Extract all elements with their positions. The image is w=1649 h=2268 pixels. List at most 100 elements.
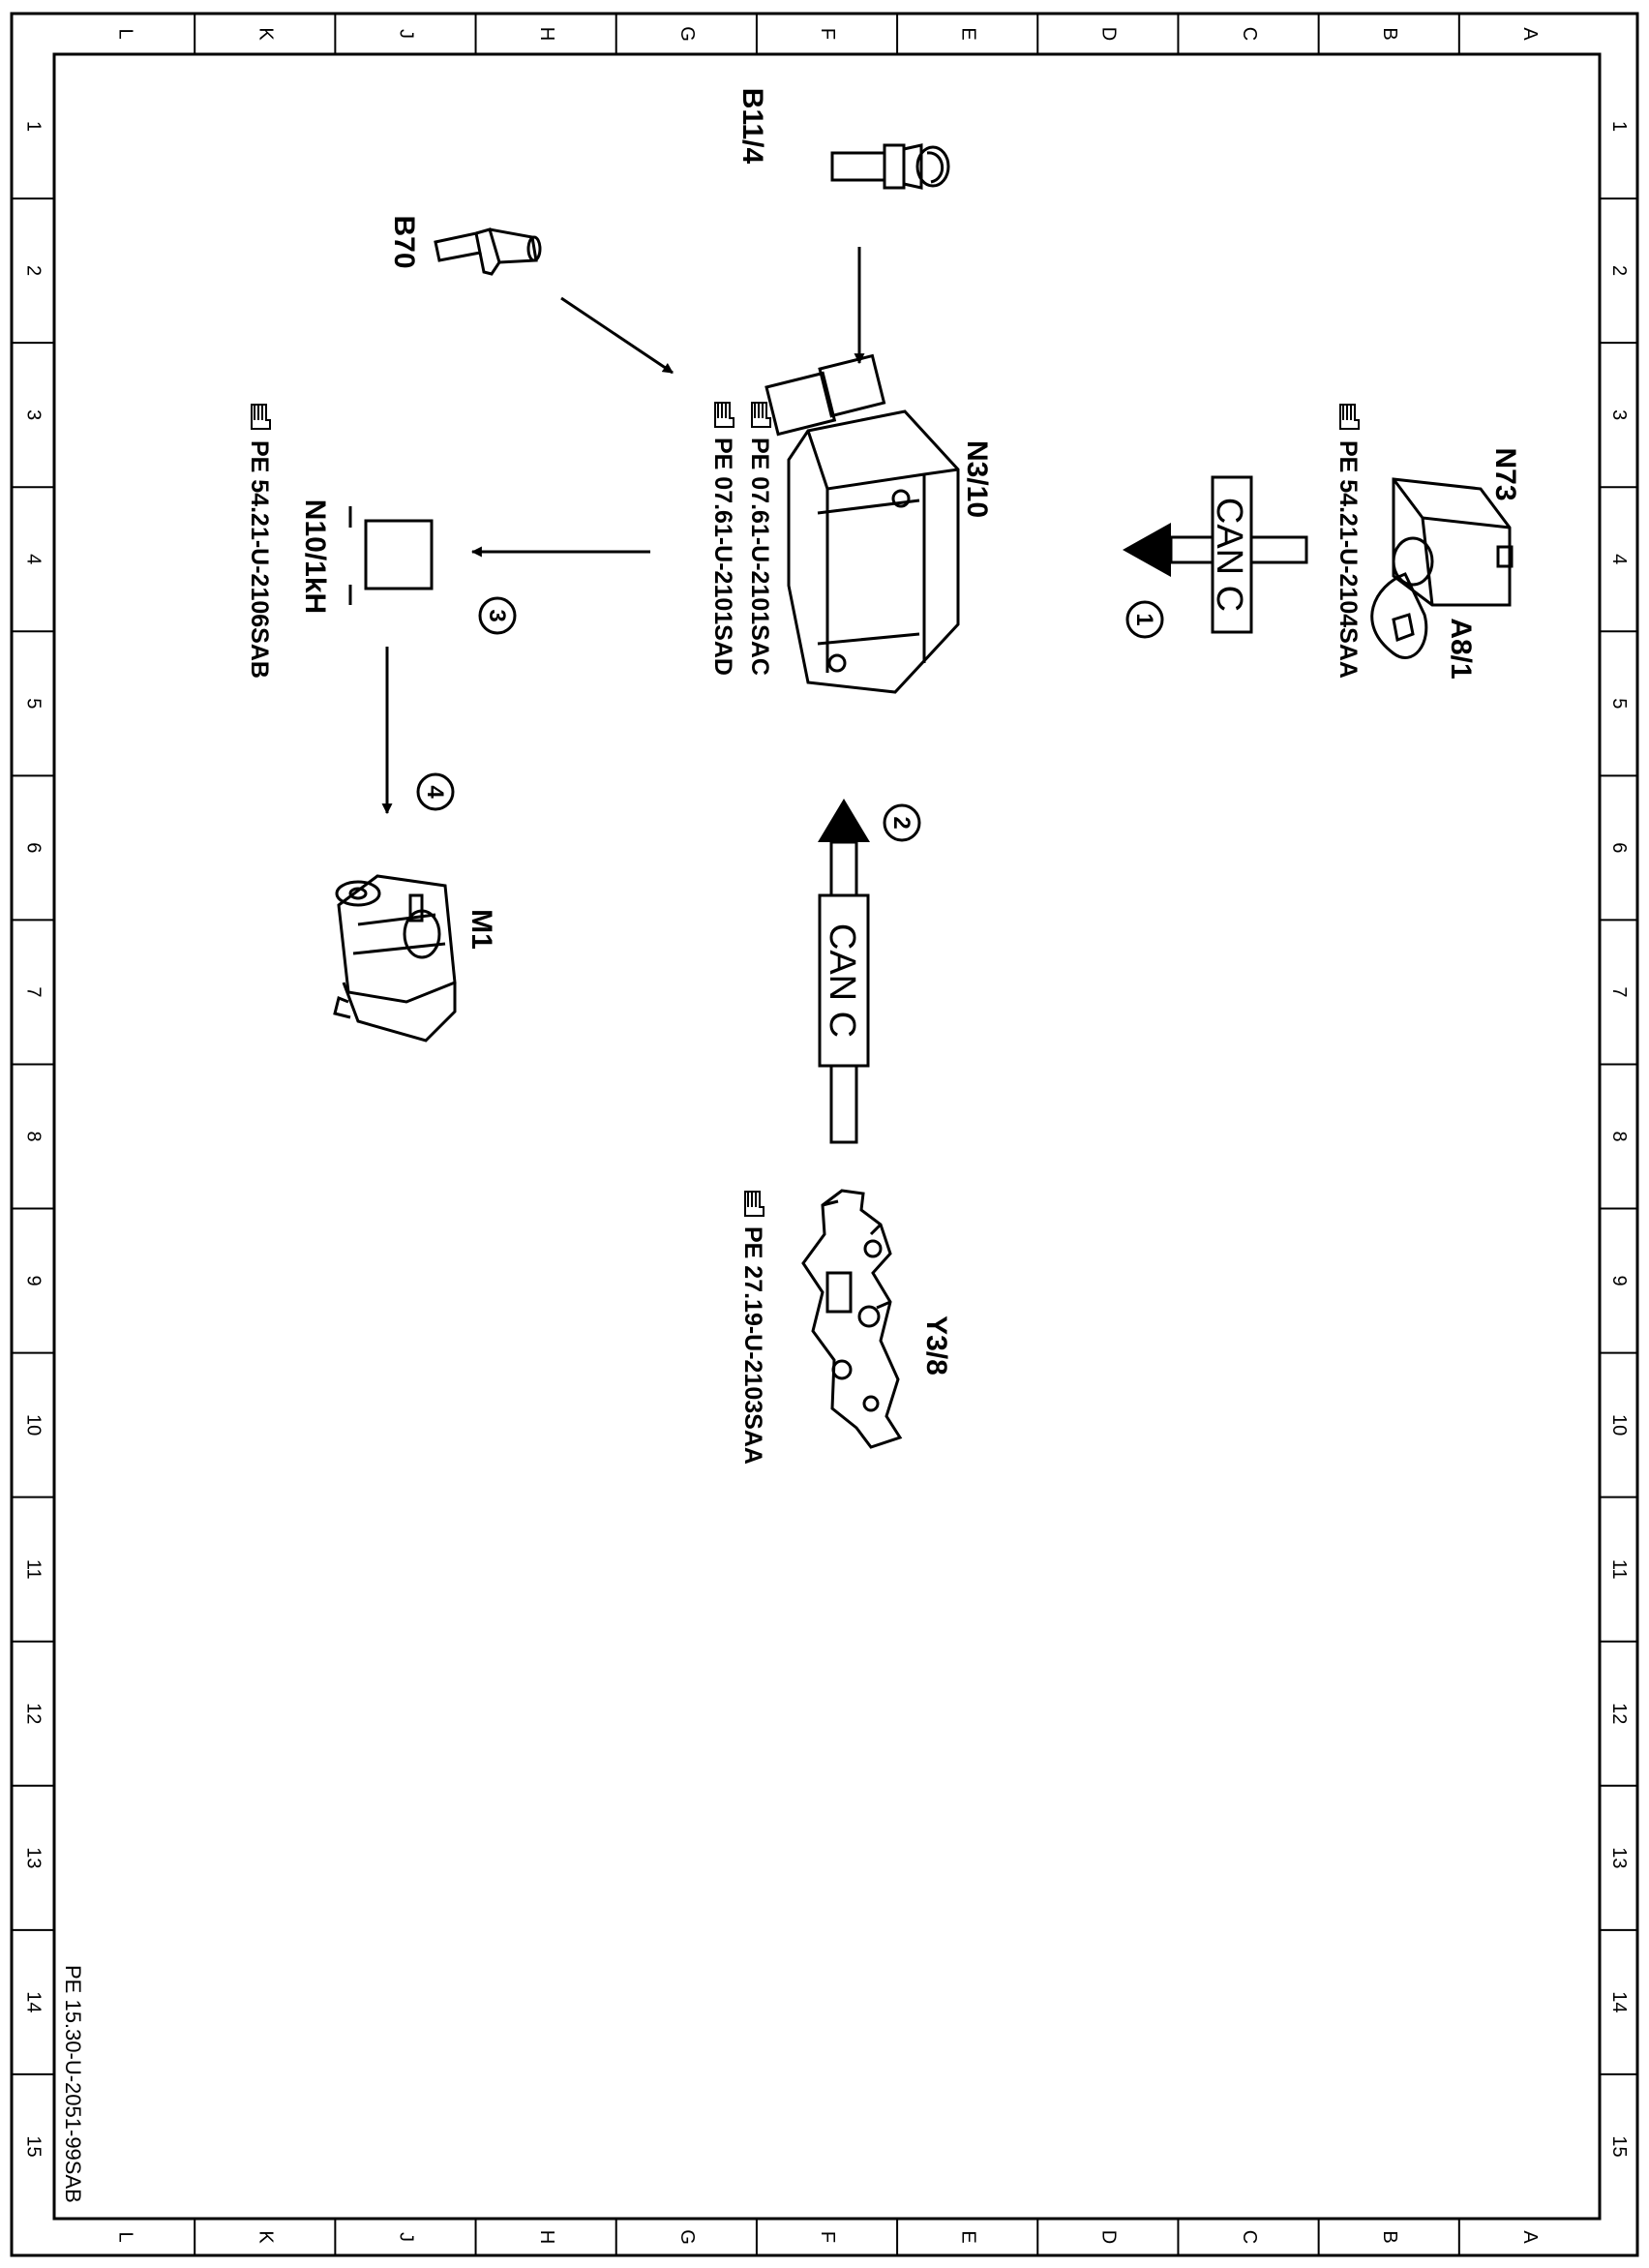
n73-reference: PE 54.21-U-2104SAA (1334, 404, 1362, 679)
row-label: 9 (1608, 1276, 1630, 1286)
b70-label: B70 (388, 215, 420, 268)
column-label: E (957, 27, 978, 40)
b70-to-n3-10-arrow (560, 296, 674, 375)
row-label: 1 (1608, 121, 1630, 132)
n73-label: N73 (1489, 447, 1521, 500)
column-label: H (536, 27, 557, 41)
row-label: 3 (23, 409, 45, 420)
svg-text:CAN C: CAN C (1209, 498, 1249, 612)
svg-text:PE 27.19-U-2103SAA: PE 27.19-U-2103SAA (739, 1226, 766, 1465)
reference-hand-icon (751, 402, 771, 428)
m1-label: M1 (465, 909, 497, 950)
column-label: G (676, 26, 698, 42)
y3-8-label: Y3/8 (920, 1315, 952, 1376)
column-label: B (1379, 27, 1400, 40)
row-label: 7 (23, 986, 45, 997)
drawing-frame (10, 12, 1639, 2257)
step-3-marker: 3 (478, 596, 517, 635)
row-label: 10 (1608, 1414, 1630, 1436)
column-label: D (1098, 27, 1120, 41)
row-label: 15 (23, 2135, 45, 2157)
b70-sensor (434, 227, 542, 276)
a8-1-label: A8/1 (1445, 618, 1477, 679)
svg-text:PE 54.21-U-2106SAB: PE 54.21-U-2106SAB (246, 440, 273, 679)
row-label: 8 (1608, 1131, 1630, 1141)
column-label: L (114, 2231, 135, 2242)
row-label: 10 (23, 1414, 45, 1436)
reference-hand-icon (744, 1191, 765, 1217)
row-label: 11 (1608, 1559, 1630, 1580)
n10-1kh-relay (348, 506, 434, 605)
row-label: 7 (1608, 986, 1630, 997)
row-label: 13 (23, 1847, 45, 1868)
row-label: 4 (23, 554, 45, 564)
svg-text:PE 07.61-U-2101SAC: PE 07.61-U-2101SAC (746, 438, 773, 676)
column-label: A (1519, 2230, 1541, 2244)
svg-text:PE 07.61-U-2101SAD: PE 07.61-U-2101SAD (709, 438, 736, 676)
column-label: B (1379, 2230, 1400, 2243)
row-label: 9 (23, 1276, 45, 1286)
row-label: 12 (1608, 1703, 1630, 1724)
svg-text:CAN C: CAN C (822, 923, 862, 1038)
column-label: J (396, 2232, 417, 2242)
row-label: 2 (1608, 265, 1630, 276)
column-label: D (1098, 2230, 1120, 2244)
row-label: 8 (23, 1131, 45, 1141)
b11-4-label: B11/4 (736, 88, 768, 165)
document-code: PE 15.30-U-2051-99SAB (61, 1965, 85, 2203)
n10-1kh-label: N10/1kH (299, 499, 331, 614)
row-label: 2 (23, 265, 45, 276)
reference-hand-icon (714, 402, 735, 428)
row-label: 12 (23, 1703, 45, 1724)
can-c-bus-1: CAN C 1 (1123, 475, 1308, 639)
row-label: 11 (23, 1559, 45, 1580)
column-label: F (817, 28, 838, 40)
row-label: 3 (1608, 409, 1630, 420)
column-label: K (255, 2230, 276, 2244)
n3-10-reference-1: PE 07.61-U-2101SAC (746, 402, 773, 676)
column-label: F (817, 2231, 838, 2243)
column-label: G (676, 2229, 698, 2245)
row-label: 4 (1608, 554, 1630, 564)
column-label: H (536, 2230, 557, 2244)
n3-10-reference-2: PE 07.61-U-2101SAD (709, 402, 736, 676)
n10-1kh-reference: PE 54.21-U-2106SAB (246, 404, 273, 679)
column-label: J (396, 29, 417, 39)
row-label: 13 (1608, 1847, 1630, 1868)
n3-10-label: N3/10 (961, 440, 993, 518)
column-label: C (1239, 2230, 1260, 2244)
column-label: C (1239, 27, 1260, 41)
column-label: E (957, 2230, 978, 2243)
can-c-bus-2: CAN C 2 (818, 799, 921, 1144)
row-label: 15 (1608, 2135, 1630, 2157)
row-label: 5 (23, 698, 45, 709)
y3-8-reference: PE 27.19-U-2103SAA (739, 1191, 766, 1465)
reference-hand-icon (251, 404, 271, 430)
column-label: L (114, 28, 135, 39)
step-2-number: 2 (888, 816, 914, 829)
svg-text:4: 4 (422, 785, 448, 799)
row-label: 14 (1608, 1991, 1630, 2012)
n73-ignition-switch (1370, 477, 1514, 659)
step-1-number: 1 (1131, 613, 1157, 625)
row-label: 1 (23, 121, 45, 132)
svg-text:3: 3 (484, 609, 510, 621)
reference-hand-icon (1339, 404, 1360, 430)
row-label: 6 (23, 842, 45, 853)
n3-10-control-unit (765, 353, 960, 694)
row-label: 14 (23, 1991, 45, 2012)
svg-text:PE 54.21-U-2104SAA: PE 54.21-U-2104SAA (1334, 440, 1362, 679)
row-label: 6 (1608, 842, 1630, 853)
column-label: A (1519, 27, 1541, 41)
m1-starter-motor (333, 874, 457, 1043)
y3-8-valve-body-module (801, 1189, 903, 1449)
b11-4-sensor (830, 143, 950, 190)
column-label: K (255, 27, 276, 41)
step-4-marker: 4 (416, 772, 455, 811)
row-label: 5 (1608, 698, 1630, 709)
